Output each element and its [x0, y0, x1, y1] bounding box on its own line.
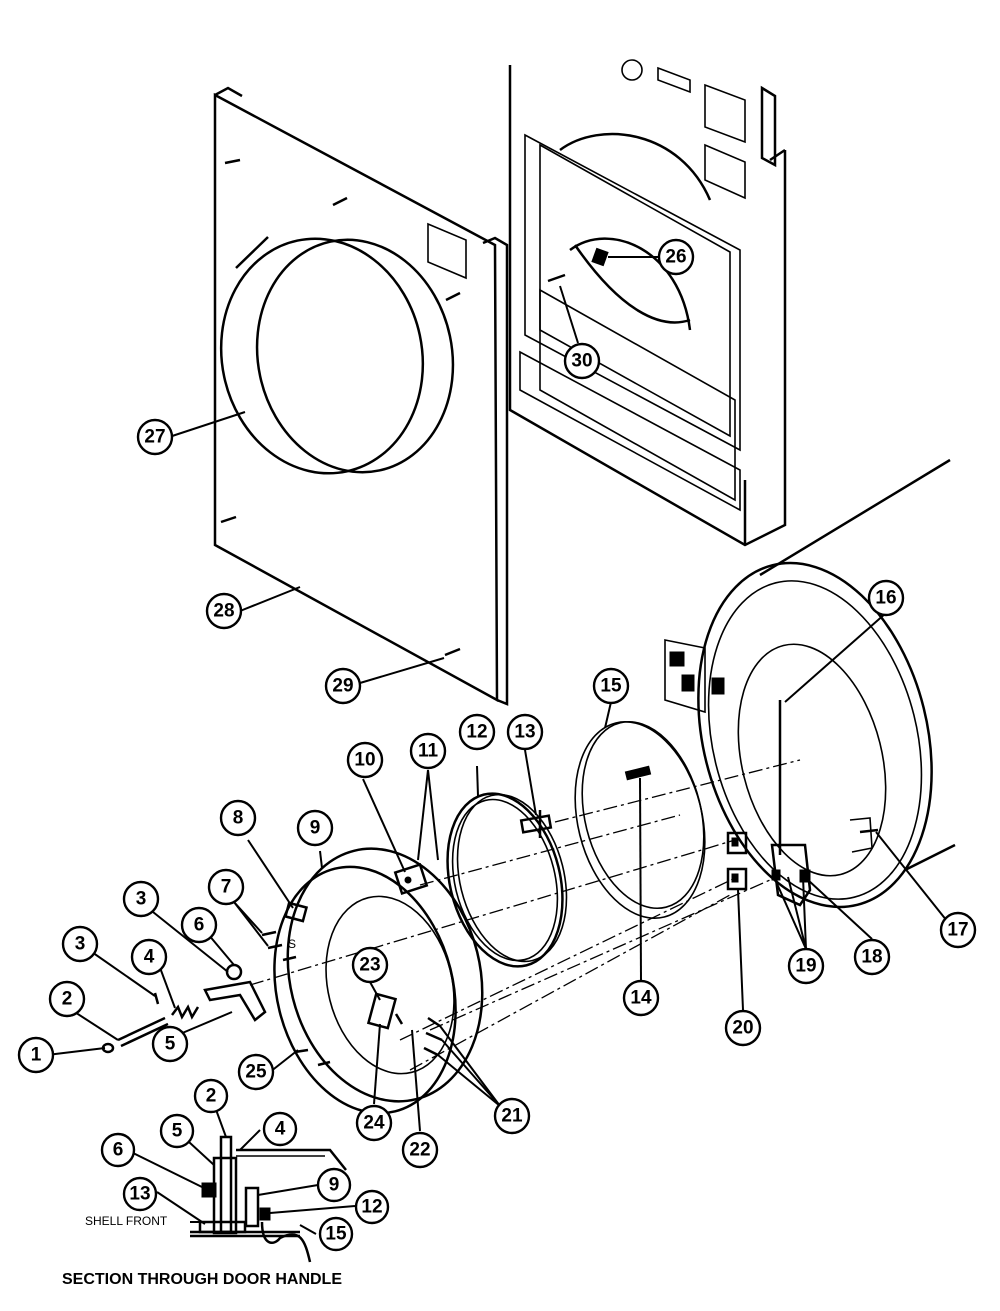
svg-text:4: 4: [275, 1119, 286, 1140]
callout-23: 23: [351, 946, 389, 984]
callout-28: 28: [205, 592, 243, 630]
callout-4: 4: [130, 938, 168, 976]
svg-text:9: 9: [329, 1175, 340, 1196]
section-callout-13: 13: [122, 1176, 158, 1212]
callout-22: 22: [401, 1131, 439, 1169]
callout-3a: 3: [61, 925, 99, 963]
door-assembly: S: [101, 720, 801, 1115]
svg-text:13: 13: [514, 722, 535, 743]
svg-text:7: 7: [221, 877, 232, 898]
svg-text:2: 2: [62, 989, 73, 1010]
callout-18: 18: [853, 938, 891, 976]
section-diagram: SECTION THROUGH DOOR HANDLE SHELL FRONT: [62, 1095, 356, 1288]
svg-text:3: 3: [75, 934, 86, 955]
callout-8: 8: [219, 799, 257, 837]
section-callout-15: 15: [318, 1216, 354, 1252]
section-callout-9: 9: [316, 1167, 352, 1203]
shell-front: [664, 458, 956, 909]
callout-26: 26: [657, 238, 695, 276]
callout-20: 20: [724, 1009, 762, 1047]
callout-19: 19: [787, 947, 825, 985]
callout-30: 30: [563, 342, 601, 380]
front-panel: [213, 86, 509, 706]
svg-text:19: 19: [795, 956, 816, 977]
callout-15: 15: [592, 667, 630, 705]
callout-5: 5: [151, 1025, 189, 1063]
callout-25: 25: [237, 1053, 275, 1091]
section-title: SECTION THROUGH DOOR HANDLE: [62, 1271, 342, 1288]
svg-text:S: S: [288, 937, 296, 951]
section-callout-6: 6: [100, 1132, 136, 1168]
svg-text:22: 22: [409, 1140, 430, 1161]
svg-text:1: 1: [31, 1045, 42, 1066]
section-callout-4: 4: [262, 1111, 298, 1147]
svg-text:6: 6: [113, 1140, 124, 1161]
svg-text:9: 9: [310, 818, 321, 839]
svg-text:5: 5: [172, 1121, 183, 1142]
svg-text:5: 5: [165, 1034, 176, 1055]
section-callout-5: 5: [159, 1113, 195, 1149]
svg-text:18: 18: [861, 947, 882, 968]
svg-text:17: 17: [947, 920, 968, 941]
svg-text:4: 4: [144, 947, 155, 968]
svg-text:15: 15: [600, 676, 622, 697]
svg-text:20: 20: [732, 1018, 753, 1039]
svg-text:2: 2: [206, 1086, 217, 1107]
svg-text:3: 3: [136, 889, 147, 910]
svg-text:15: 15: [325, 1224, 347, 1245]
svg-text:24: 24: [363, 1113, 385, 1134]
callout-10: 10: [346, 741, 384, 779]
svg-text:14: 14: [630, 988, 652, 1009]
callout-9: 9: [296, 809, 334, 847]
callout-12: 12: [458, 713, 496, 751]
svg-text:21: 21: [501, 1106, 523, 1127]
svg-text:13: 13: [129, 1184, 150, 1205]
svg-text:11: 11: [418, 741, 439, 762]
svg-text:25: 25: [245, 1062, 267, 1083]
svg-text:30: 30: [571, 351, 592, 372]
callout-14: 14: [622, 979, 660, 1017]
callout-21: 21: [493, 1097, 531, 1135]
callout-1: 1: [17, 1036, 55, 1074]
callout-27: 27: [136, 418, 174, 456]
callout-11: 11: [409, 732, 447, 770]
svg-text:6: 6: [194, 915, 205, 936]
callout-6: 6: [180, 906, 218, 944]
callout-17: 17: [939, 911, 977, 949]
svg-text:26: 26: [665, 247, 686, 268]
callout-3b: 3: [122, 880, 160, 918]
callout-24: 24: [355, 1104, 393, 1142]
svg-text:8: 8: [233, 808, 244, 829]
svg-text:12: 12: [466, 722, 487, 743]
callout-13: 13: [506, 713, 544, 751]
svg-text:29: 29: [332, 676, 353, 697]
callout-29: 29: [324, 667, 362, 705]
svg-text:10: 10: [354, 750, 375, 771]
svg-text:16: 16: [875, 588, 896, 609]
svg-text:23: 23: [359, 955, 380, 976]
callout-2: 2: [48, 980, 86, 1018]
section-callout-2: 2: [193, 1078, 229, 1114]
section-callout-12: 12: [354, 1189, 390, 1225]
shell-front-label: SHELL FRONT: [85, 1214, 168, 1228]
svg-text:12: 12: [361, 1197, 382, 1218]
callout-7: 7: [207, 868, 245, 906]
leader-lines: [46, 256, 952, 1132]
cabinet-front: [508, 59, 787, 547]
svg-text:27: 27: [144, 427, 165, 448]
svg-text:28: 28: [213, 601, 234, 622]
callout-16: 16: [867, 579, 905, 617]
